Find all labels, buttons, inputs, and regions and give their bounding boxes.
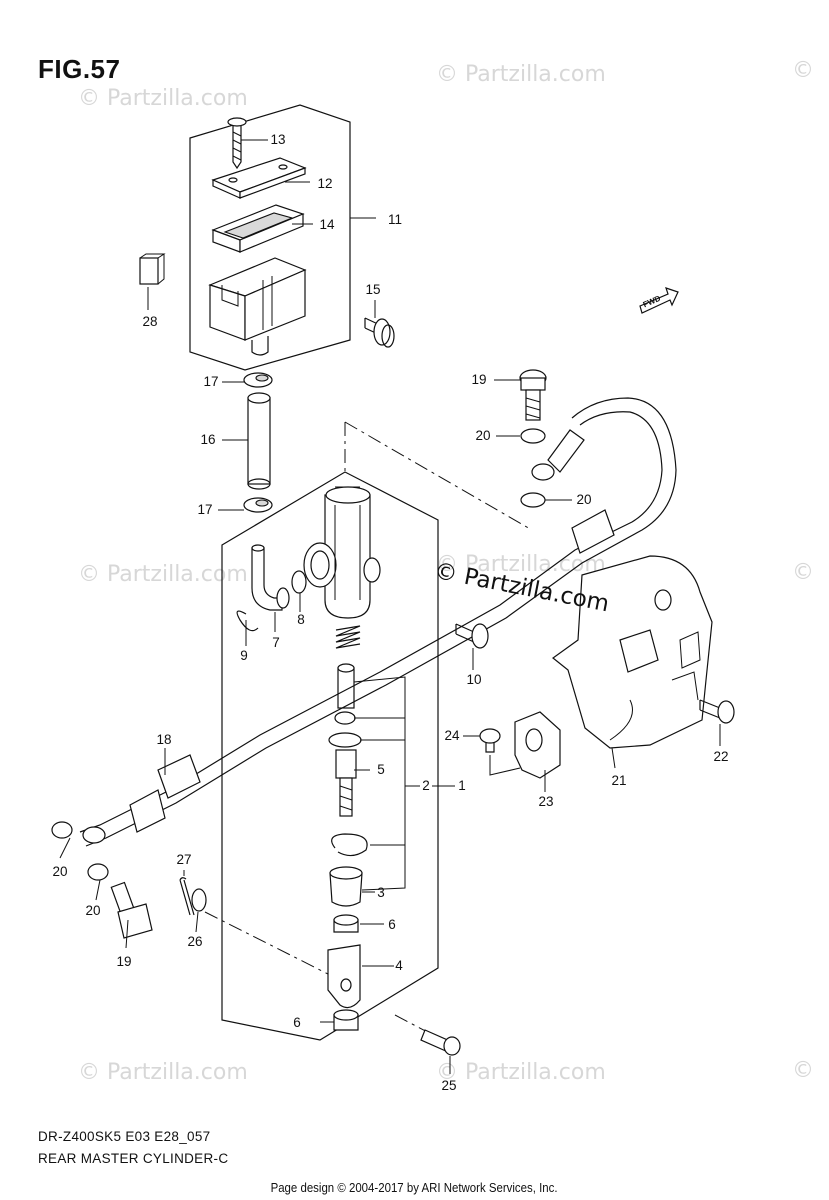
callout-20-left-lower[interactable]: 20 — [85, 903, 101, 918]
footer-text: Page design © 2004-2017 by ARI Network S… — [271, 1180, 558, 1195]
watermark: © Partzilla.com — [78, 562, 248, 587]
callout-2[interactable]: 2 — [422, 778, 430, 793]
part-brake-hose-18 — [79, 397, 677, 847]
part-block-28 — [139, 253, 166, 285]
part-piston — [337, 663, 355, 709]
part-pin-25 — [420, 1029, 461, 1056]
part-circlip-9 — [236, 610, 259, 632]
part-hose-16 — [247, 392, 271, 490]
part-banjo-bolt-19-upper — [519, 369, 547, 421]
part-banjo-bolt-19-lower — [110, 881, 153, 939]
part-bolt-10 — [455, 623, 489, 649]
callout-3[interactable]: 3 — [377, 885, 385, 900]
part-washer-20 — [520, 492, 546, 508]
figure-title: FIG.57 — [38, 54, 121, 84]
part-cotter-pin-27 — [179, 877, 195, 916]
callout-22[interactable]: 22 — [713, 749, 729, 764]
callout-4[interactable]: 4 — [395, 958, 403, 973]
watermark: © Partzilla.com — [436, 552, 606, 577]
part-bracket-23 — [514, 711, 561, 779]
callout-24[interactable]: 24 — [444, 728, 460, 743]
callout-6-lower[interactable]: 6 — [293, 1015, 301, 1030]
callout-25[interactable]: 25 — [441, 1078, 457, 1093]
part-screw-13 — [227, 117, 247, 170]
callout-10[interactable]: 10 — [466, 672, 482, 687]
part-cover-12 — [211, 157, 307, 199]
part-nut-6-lower — [333, 1009, 359, 1031]
callout-9[interactable]: 9 — [240, 648, 248, 663]
callout-1[interactable]: 1 — [458, 778, 466, 793]
callout-12[interactable]: 12 — [317, 176, 333, 191]
part-washer-26 — [191, 888, 207, 912]
part-bolt-22 — [699, 699, 735, 724]
reservoir-group-frame — [189, 104, 351, 371]
watermark: © Partzilla.com — [436, 62, 606, 87]
phantom-line — [344, 421, 533, 531]
callout-28[interactable]: 28 — [142, 314, 158, 329]
callout-13[interactable]: 13 — [270, 132, 286, 147]
watermark: © Partzilla.com — [78, 1060, 248, 1085]
part-washer-20 — [520, 428, 546, 444]
callout-15[interactable]: 15 — [365, 282, 381, 297]
part-guard-21 — [552, 555, 713, 749]
callout-14[interactable]: 14 — [319, 217, 335, 232]
part-boot-3 — [329, 866, 363, 907]
part-diaphragm-14 — [211, 204, 305, 253]
part-nut-6-upper — [333, 914, 359, 933]
callout-26[interactable]: 26 — [187, 934, 203, 949]
callout-21[interactable]: 21 — [611, 773, 627, 788]
part-spring — [335, 625, 361, 649]
fwd-arrow-icon — [639, 287, 679, 314]
page-footer: Page design © 2004-2017 by ARI Network S… — [0, 1180, 829, 1195]
callout-19-lower[interactable]: 19 — [116, 954, 132, 969]
model-code: DR-Z400SK5 E03 E28_057 — [38, 1129, 211, 1144]
part-washer-20 — [51, 821, 73, 839]
callout-20-left-upper[interactable]: 20 — [52, 864, 68, 879]
part-bolt-15 — [364, 317, 395, 348]
part-clamp-17-lower — [243, 497, 273, 513]
cylinder-group-frame — [221, 471, 439, 1041]
phantom-line — [204, 911, 331, 976]
callout-5[interactable]: 5 — [377, 762, 385, 777]
figure-subtitle: REAR MASTER CYLINDER-C — [38, 1151, 229, 1166]
watermark: © Partzilla.com — [78, 86, 248, 111]
callout-8[interactable]: 8 — [297, 612, 305, 627]
part-oring-8 — [291, 570, 307, 594]
callout-17-upper[interactable]: 17 — [203, 374, 219, 389]
part-clevis-4 — [327, 944, 361, 1009]
watermark: © — [792, 1058, 814, 1083]
watermark: © — [792, 58, 814, 83]
callout-16[interactable]: 16 — [200, 432, 216, 447]
part-cylinder-body — [303, 486, 381, 619]
watermark: © Partzilla.com — [436, 1060, 606, 1085]
phantom-line — [489, 755, 521, 776]
part-washer — [328, 732, 362, 748]
callout-7[interactable]: 7 — [272, 635, 280, 650]
callout-19-upper[interactable]: 19 — [471, 372, 487, 387]
callout-17-lower[interactable]: 17 — [197, 502, 213, 517]
callout-20-upper[interactable]: 20 — [475, 428, 491, 443]
callout-20-mid[interactable]: 20 — [576, 492, 592, 507]
part-snap-ring — [331, 833, 368, 857]
part-reservoir-body — [208, 257, 307, 356]
callout-18[interactable]: 18 — [156, 732, 172, 747]
callout-6-upper[interactable]: 6 — [388, 917, 396, 932]
part-washer-20 — [87, 863, 109, 881]
watermark: © — [792, 560, 814, 585]
part-connector-7 — [251, 544, 290, 611]
callout-11[interactable]: 11 — [387, 212, 403, 227]
callout-27[interactable]: 27 — [176, 852, 192, 867]
part-pushrod-5 — [335, 749, 357, 817]
part-clamp-17-upper — [243, 372, 273, 388]
callout-23[interactable]: 23 — [538, 794, 554, 809]
part-cup — [334, 711, 356, 725]
part-screw-24 — [479, 728, 501, 753]
